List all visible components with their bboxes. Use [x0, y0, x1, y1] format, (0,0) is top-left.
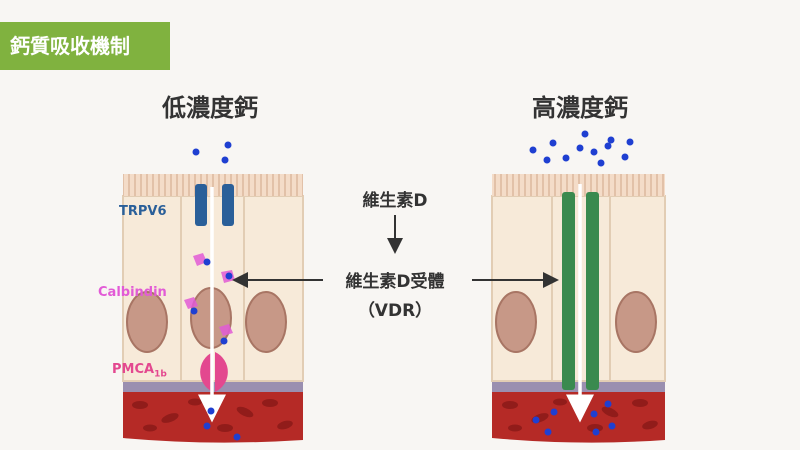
vitamin-d-label: 維生素D	[362, 191, 428, 211]
calbindin-label: Calbindin	[98, 285, 167, 300]
right-nucleus-3	[615, 291, 657, 353]
calbindin-proteins	[184, 253, 235, 336]
pmca-pump	[200, 352, 228, 392]
left-calcium-ions	[190, 141, 241, 441]
vdr-abbrev-label: （VDR）	[357, 301, 433, 321]
pmca-label: PMCA1b	[112, 362, 167, 380]
trpv6-channel	[195, 184, 234, 226]
right-red-blood-cells	[502, 398, 658, 432]
section-badge: 鈣質吸收機制	[0, 22, 170, 70]
right-nucleus-1	[495, 291, 537, 353]
right-tissue	[491, 130, 666, 443]
right-cell-3	[609, 195, 666, 382]
left-cell-3	[243, 195, 304, 382]
right-calcium-ions	[529, 130, 634, 436]
left-title: 低濃度鈣	[162, 94, 258, 122]
left-nucleus-3	[245, 291, 287, 353]
left-nucleus-1	[126, 291, 168, 353]
paracellular-channel	[562, 192, 599, 390]
right-cell-1	[491, 195, 553, 382]
vdr-label: 維生素D受體	[345, 272, 445, 292]
trpv6-label: TRPV6	[119, 204, 167, 219]
right-title: 高濃度鈣	[532, 94, 628, 122]
left-tissue	[122, 141, 304, 443]
pmca-subscript: 1b	[154, 369, 167, 380]
left-brush-border	[123, 174, 303, 196]
